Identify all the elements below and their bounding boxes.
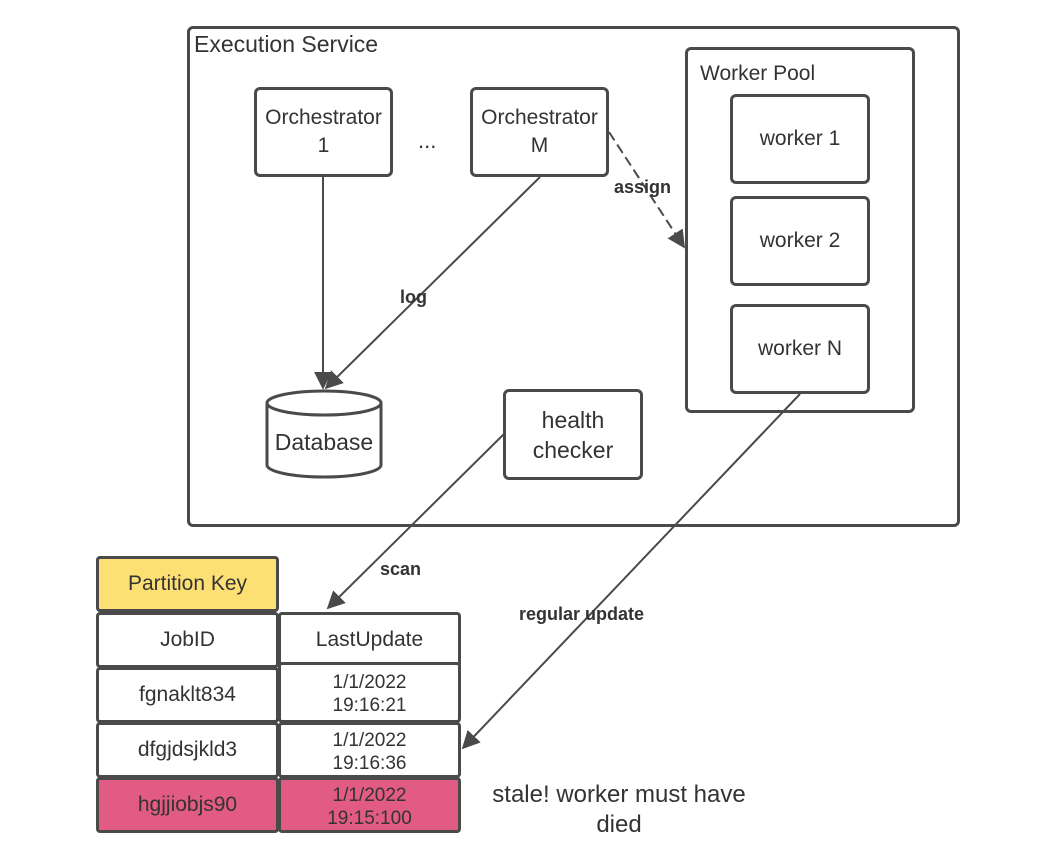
table-cell-jobid: dfgjdsjkld3 [96, 722, 279, 778]
stale-note: stale! worker must have died [492, 781, 746, 838]
execution-service-title: Execution Service [194, 31, 379, 57]
edge-label-regular-update: regular update [519, 604, 645, 624]
edge-label-log: log [400, 287, 427, 307]
edge-label-assign: assign [614, 177, 672, 197]
table-cell-lastupdate: 1/1/2022 19:16:21 [278, 662, 461, 723]
database-cylinder [265, 389, 383, 479]
table-cell-jobid: fgnaklt834 [96, 667, 279, 723]
health-checker-node: health checker [503, 389, 643, 480]
orchestrator-m-node: Orchestrator M [470, 87, 609, 177]
worker-n-node: worker N [730, 304, 870, 394]
ellipsis: ... [418, 128, 437, 153]
edge-assign [608, 131, 685, 249]
table-header-jobid: JobID [96, 612, 279, 668]
table-cell-jobid-stale: hgjjiobjs90 [96, 777, 279, 833]
edge-scan [326, 433, 505, 610]
edge-log [324, 176, 541, 390]
table-header-lastupdate: LastUpdate [278, 612, 461, 668]
worker-1-node: worker 1 [730, 94, 870, 184]
worker-pool-title: Worker Pool [700, 62, 816, 85]
table-cell-lastupdate-stale: 1/1/2022 19:15:100 [278, 777, 461, 833]
partition-key-header: Partition Key [96, 556, 279, 612]
orchestrator-1-node: Orchestrator 1 [254, 87, 393, 177]
table-cell-lastupdate: 1/1/2022 19:16:36 [278, 722, 461, 778]
database-label: Database [274, 428, 374, 455]
edge-label-scan: scan [380, 559, 422, 579]
worker-2-node: worker 2 [730, 196, 870, 286]
edge-regular-update [461, 393, 801, 750]
